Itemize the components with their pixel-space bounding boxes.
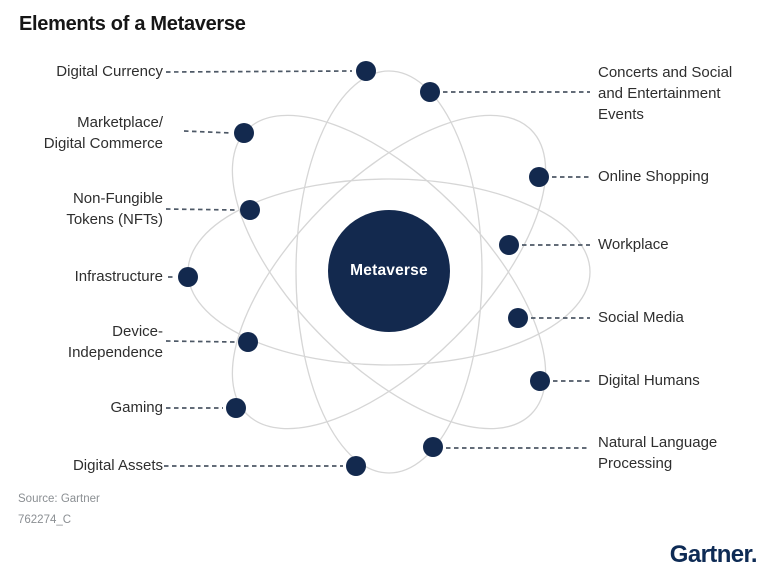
gartner-logo: Gartner. <box>669 541 758 568</box>
label-online-shopping: Online Shopping <box>598 168 709 185</box>
metaverse-nucleus-circle <box>328 210 450 332</box>
doc-id: 762274_C <box>18 514 72 526</box>
label-device-independence: Device- Independence <box>67 323 163 361</box>
dot-infrastructure <box>178 267 198 287</box>
connector-digital-currency <box>165 70 353 73</box>
node-dot-group <box>178 61 550 476</box>
dot-digital-assets <box>346 456 366 476</box>
label-concerts: Concerts and Social and Entertainment Ev… <box>598 64 733 123</box>
orbit-ellipse-vertical <box>295 70 483 474</box>
label-nlp: Natural Language Processing <box>598 434 718 472</box>
dot-digital-humans <box>530 371 550 391</box>
connector-device-independence <box>165 340 236 343</box>
dot-marketplace <box>234 123 254 143</box>
connector-marketplace <box>183 130 232 134</box>
label-digital-currency: Digital Currency <box>56 63 163 80</box>
label-social-media: Social Media <box>598 309 684 326</box>
source-line: Source: Gartner <box>18 493 100 505</box>
dot-nlp <box>423 437 443 457</box>
metaverse-center-label: Metaverse <box>350 262 428 279</box>
dot-workplace <box>499 235 519 255</box>
label-digital-humans: Digital Humans <box>598 372 700 389</box>
label-digital-assets: Digital Assets <box>72 457 163 474</box>
label-infrastructure: Infrastructure <box>74 268 163 285</box>
label-workplace: Workplace <box>598 236 669 253</box>
dot-digital-currency <box>356 61 376 81</box>
dot-social-media <box>508 308 528 328</box>
orbit-ellipse-diagonal-down <box>231 114 547 430</box>
dot-nfts <box>240 200 260 220</box>
label-gaming: Gaming <box>110 399 163 416</box>
label-nfts: Non-Fungible Tokens (NFTs) <box>66 190 163 228</box>
page-title: Elements of a Metaverse <box>19 13 246 35</box>
source-note: Source: Gartner 762274_C <box>18 489 100 531</box>
connector-nfts <box>165 208 238 211</box>
connector-group <box>164 70 590 467</box>
label-marketplace: Marketplace/ Digital Commerce <box>43 114 163 152</box>
dot-concerts <box>420 82 440 102</box>
dot-gaming <box>226 398 246 418</box>
dot-online-shopping <box>529 167 549 187</box>
dot-device-independence <box>238 332 258 352</box>
